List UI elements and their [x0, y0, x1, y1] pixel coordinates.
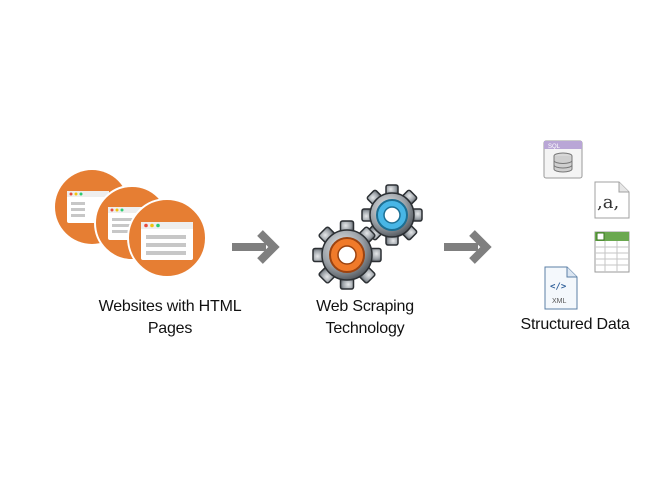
websites-group: [52, 165, 212, 285]
spreadsheet-file-icon: [594, 231, 630, 273]
step-label-websites-line2: Pages: [147, 320, 193, 337]
gears-icon: [312, 184, 423, 290]
step-label-scraping: Web Scraping Technology: [290, 296, 440, 340]
sql-file-label: SQL: [548, 144, 561, 150]
arrow-right-icon: [444, 230, 492, 264]
xml-tag-glyph: </>: [550, 282, 567, 292]
xml-file-label: XML: [552, 298, 567, 305]
step-label-structured-data: Structured Data: [520, 316, 630, 333]
step-label-websites-line1: Websites with HTML: [98, 298, 242, 315]
gear-blue-icon: [361, 184, 423, 246]
arrow-right-icon: [232, 230, 280, 264]
csv-file-icon: ,a,: [594, 181, 630, 219]
website-circle-3: [127, 198, 207, 278]
xml-file-icon: </> XML: [544, 266, 578, 310]
step-label-scraping-line1: Web Scraping: [316, 298, 414, 315]
gear-orange-icon: [312, 220, 382, 290]
gears-group: [305, 175, 425, 295]
step-label-scraping-line2: Technology: [325, 320, 405, 337]
step-label-websites: Websites with HTML Pages: [70, 296, 270, 340]
csv-file-label: ,a,: [597, 192, 619, 213]
browser-window-icon: [55, 170, 207, 278]
sql-database-file-icon: SQL: [543, 140, 583, 179]
